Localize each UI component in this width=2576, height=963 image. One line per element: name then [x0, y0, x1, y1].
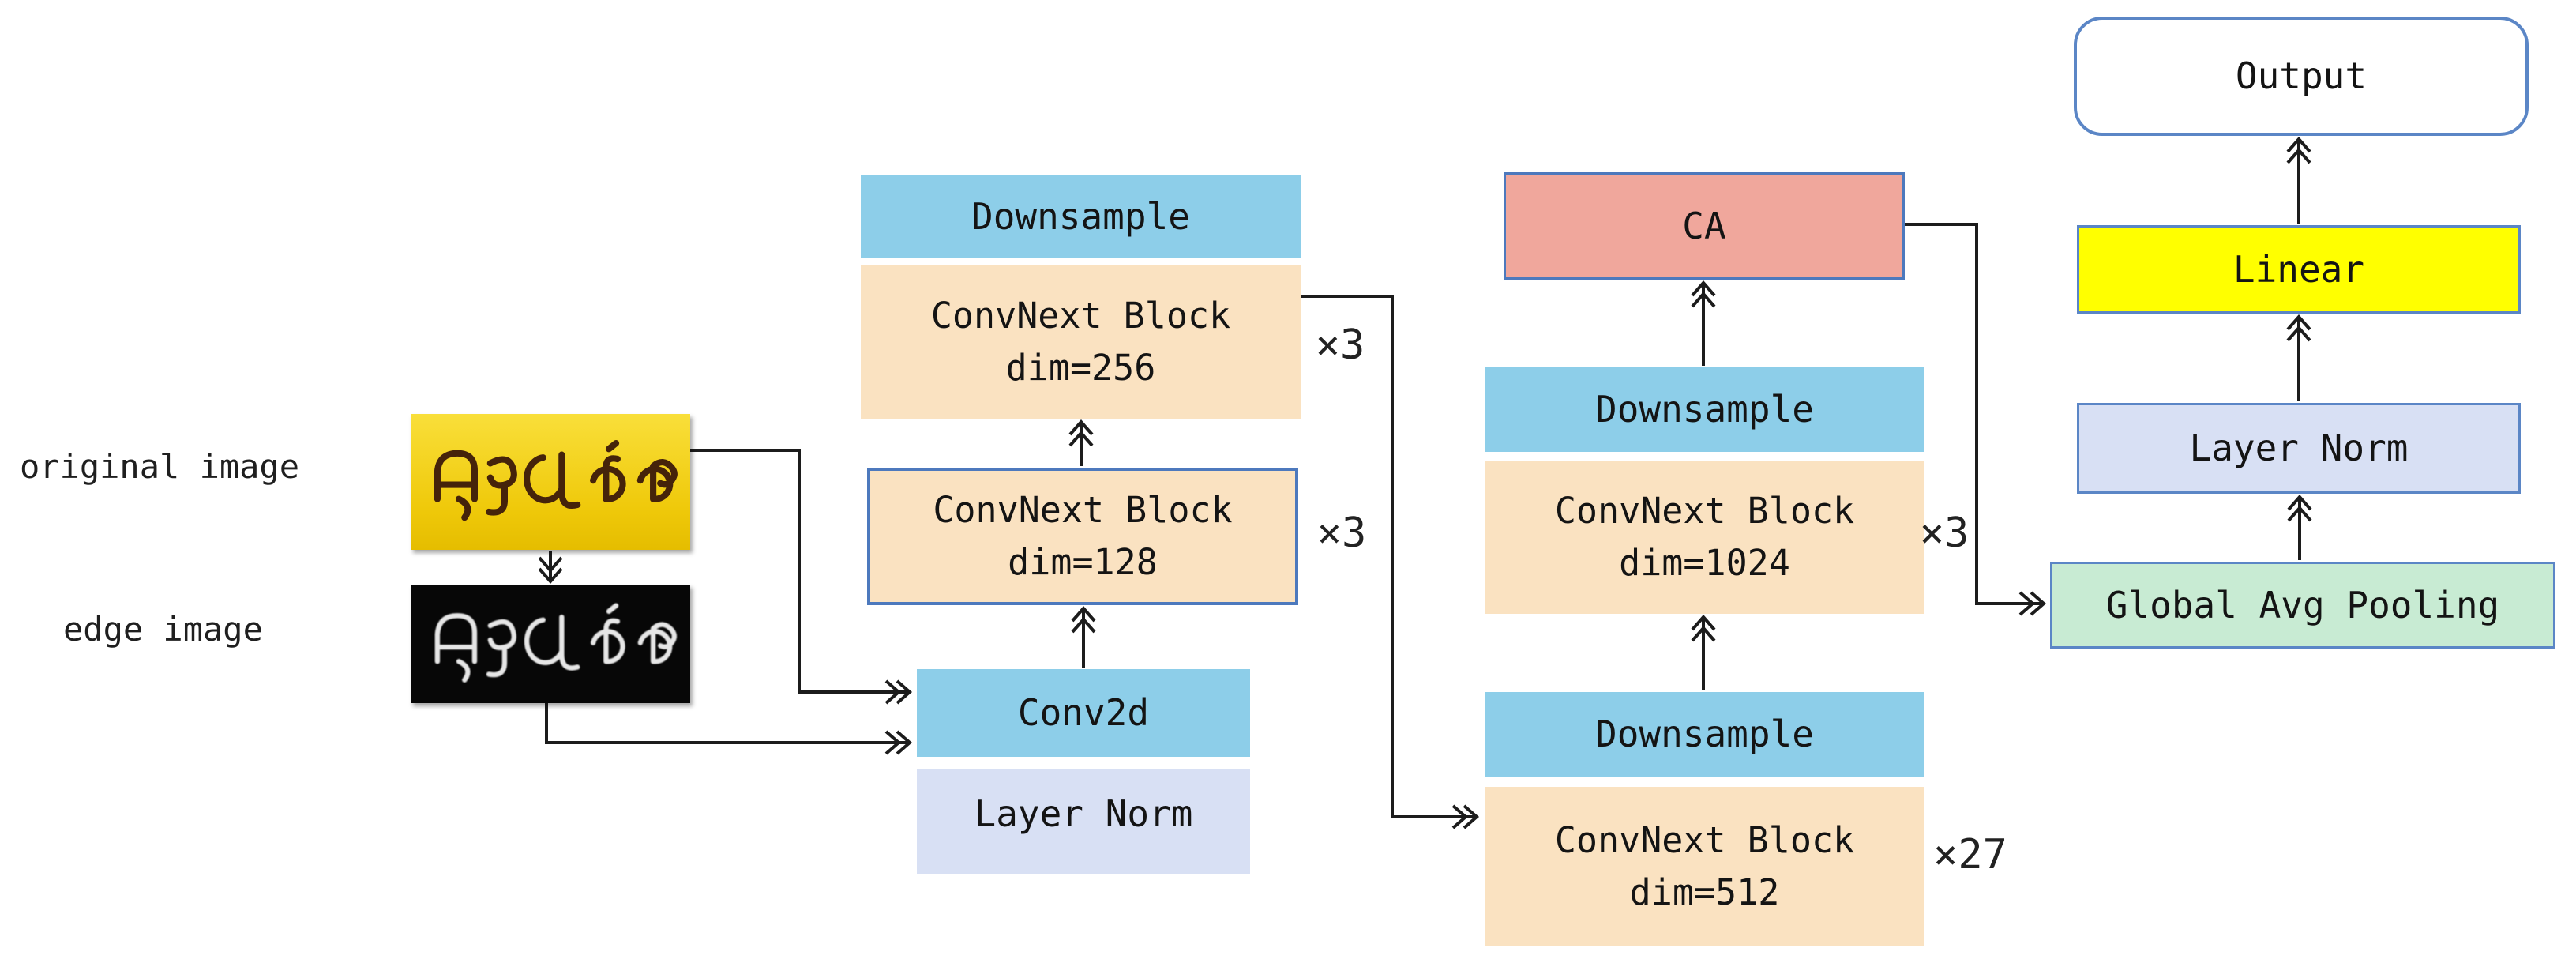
tamil-word-edge-glyphs [422, 593, 679, 695]
multiplier-block256: ×3 [1315, 322, 1365, 369]
convnext-block-256: ConvNext Block dim=256 [861, 265, 1301, 419]
convnext-256-title: ConvNext Block [930, 294, 1231, 337]
arrow-edge-to-conv2d [545, 702, 913, 755]
output-block: Output [2074, 17, 2529, 136]
downsample-block-2: Downsample [1485, 692, 1924, 777]
multiplier-block128: ×3 [1316, 510, 1367, 557]
multiplier-block512: ×27 [1933, 831, 2007, 878]
convnext-block-1024: ConvNext Block dim=1024 [1485, 461, 1924, 614]
linear-block: Linear [2077, 225, 2521, 314]
convnext-128-dim: dim=128 [1008, 541, 1158, 583]
convnext-256-dim: dim=256 [1005, 346, 1156, 389]
downsample-block-1: Downsample [861, 175, 1301, 258]
multiplier-block1024: ×3 [1919, 510, 1970, 557]
layer-norm-head-block: Layer Norm [2077, 403, 2521, 494]
convnext-1024-dim: dim=1024 [1619, 542, 1790, 584]
global-avg-pooling-block: Global Avg Pooling [2050, 562, 2555, 649]
convnext-1024-title: ConvNext Block [1554, 490, 1855, 532]
convnext-128-title: ConvNext Block [933, 489, 1233, 531]
downsample-block-3: Downsample [1485, 367, 1924, 452]
ca-attention-block: CA [1504, 172, 1905, 280]
edge-image-thumbnail [411, 585, 690, 703]
convnext-512-dim: dim=512 [1629, 871, 1780, 913]
original-image-thumbnail [411, 414, 690, 550]
convnext-block-128: ConvNext Block dim=128 [867, 468, 1298, 605]
convnext-512-title: ConvNext Block [1554, 818, 1855, 861]
conv2d-block: Conv2d [917, 669, 1250, 757]
layer-norm-stem-block: Layer Norm [917, 769, 1250, 874]
edge-image-label: edge image [63, 610, 263, 649]
tamil-word-glyphs [422, 423, 679, 540]
original-image-label: original image [20, 447, 300, 486]
convnext-block-512: ConvNext Block dim=512 [1485, 787, 1924, 946]
